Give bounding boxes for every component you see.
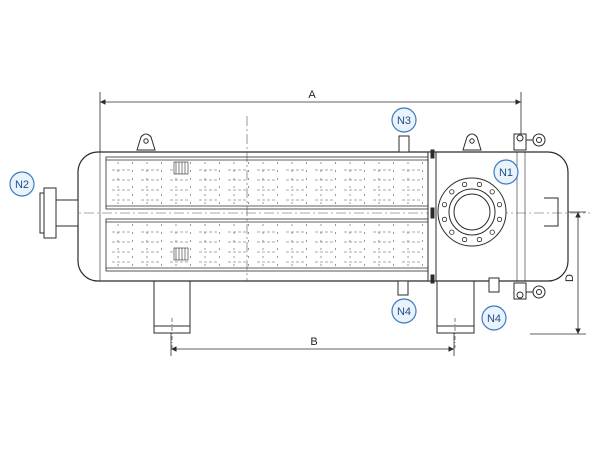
dimension-d-label: D (564, 274, 576, 282)
tag-n4-left: N4 (391, 298, 417, 324)
nozzle-n4-pair (397, 277, 500, 296)
flange-bolt (461, 236, 468, 243)
flange-bolt (496, 202, 503, 208)
flange-bolt (476, 181, 482, 188)
flange-bolt (476, 236, 482, 243)
flange-bolt (449, 229, 455, 235)
dimension-a-label: A (308, 89, 316, 101)
tag-n4-right-label: N4 (487, 313, 501, 325)
head-hinge (513, 133, 559, 300)
tag-n2: N2 (9, 171, 35, 197)
tag-n1-label: N1 (499, 167, 513, 179)
flange-bolt (449, 189, 455, 195)
dimension-b-label: B (310, 336, 317, 348)
flange-bolt (489, 229, 495, 235)
flange-bolt (489, 189, 495, 195)
tag-n1: N1 (493, 159, 519, 185)
tag-n4-right: N4 (481, 305, 507, 331)
tube-pattern (112, 162, 423, 268)
flange-bolt (461, 181, 468, 188)
nozzle-n3 (398, 135, 410, 153)
flange-bolts (441, 181, 503, 243)
manway-flange (437, 177, 507, 247)
saddle-supports (153, 280, 475, 348)
lifting-lugs (136, 133, 482, 151)
dimension-a (99, 92, 522, 160)
tube-sheet (427, 149, 437, 284)
flange-bolt (496, 216, 503, 222)
tag-n2-label: N2 (15, 179, 29, 191)
tag-n3-label: N3 (397, 115, 411, 127)
bundle-markers (173, 161, 189, 261)
nozzle-n2 (39, 187, 79, 239)
flange-bolt (441, 202, 448, 208)
tag-n3: N3 (391, 107, 417, 133)
tag-n4-left-label: N4 (397, 306, 411, 318)
flange-bolt (441, 216, 448, 222)
